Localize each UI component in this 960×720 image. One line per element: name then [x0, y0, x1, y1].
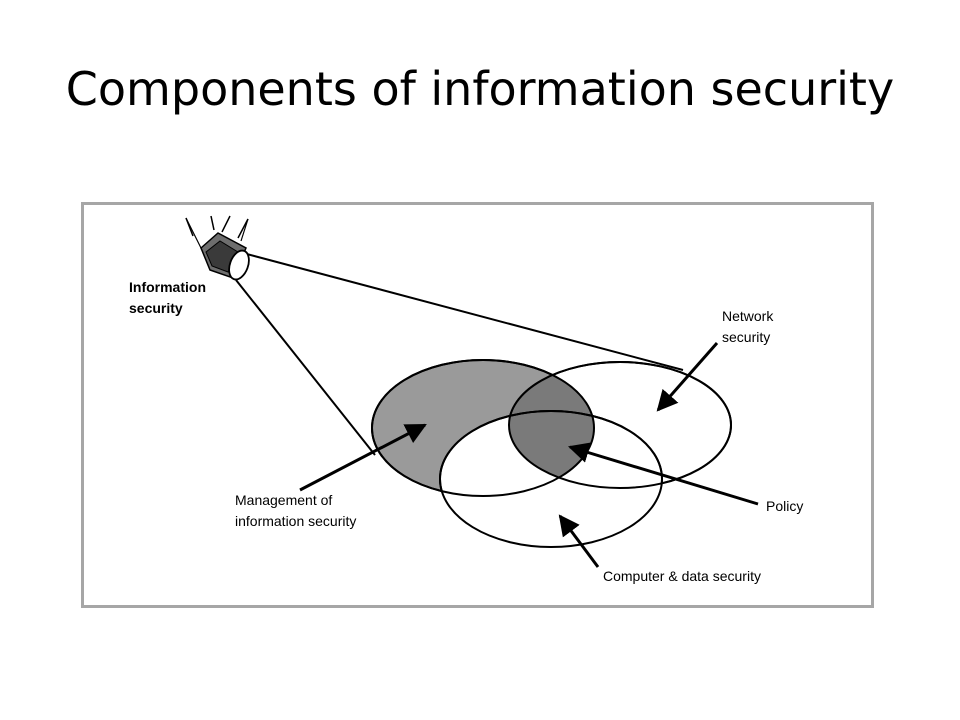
- management-label-line2: information security: [235, 513, 356, 529]
- beam-line-lower: [235, 279, 376, 456]
- computer-data-arc-in-network: [509, 410, 663, 488]
- slide-title: Components of information security: [65, 62, 895, 116]
- arrow-policy: [567, 442, 759, 506]
- information-security-label-line2: security: [129, 300, 183, 316]
- arrow-network: [656, 342, 719, 412]
- network-ellipse-outline: [508, 361, 732, 489]
- management-label-line1: Management of: [235, 492, 332, 508]
- information-security-label-line1: Information: [129, 279, 206, 295]
- arrow-management: [299, 423, 427, 492]
- computer-data-security-label: Computer & data security: [603, 568, 761, 584]
- management-ellipse-outline: [371, 359, 595, 497]
- arrow-computer-data: [558, 514, 600, 568]
- network-security-label-line2: security: [722, 329, 770, 345]
- policy-region: [509, 362, 594, 488]
- network-security-label-line1: Network: [722, 308, 774, 324]
- policy-label: Policy: [766, 498, 803, 514]
- beam-line-upper: [242, 252, 684, 371]
- flashlight-icon: [185, 215, 250, 281]
